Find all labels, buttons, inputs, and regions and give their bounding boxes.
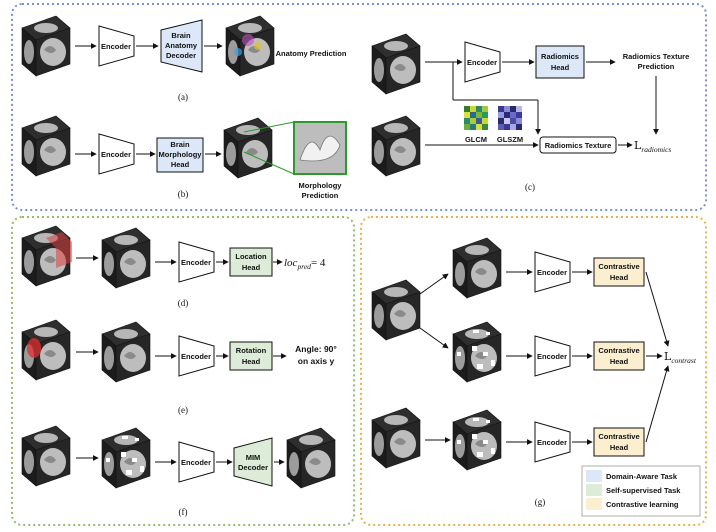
- brain-cube-d-crop: [101, 227, 151, 289]
- encoder-g1: [534, 251, 571, 293]
- location-head-l1: Location: [235, 252, 267, 261]
- anatomy-prediction-label: Anatomy Prediction: [276, 49, 347, 58]
- rotation-head-l2: Head: [242, 357, 261, 366]
- radiomics-texture-box: [539, 136, 617, 154]
- contrastive-head-1: [593, 257, 645, 287]
- caption-c: (c): [525, 182, 535, 192]
- encoder-b-label: Encoder: [101, 150, 131, 159]
- rotation-head: [229, 341, 273, 371]
- encoder-g2: [534, 335, 571, 377]
- radiomics-head-l1: Radiomics: [541, 52, 579, 61]
- location-head-l2: Head: [242, 263, 261, 272]
- brain-morphology-head-l2: Morphology: [159, 150, 203, 159]
- legend-selfsup-label: Self-supervised Task: [606, 486, 681, 495]
- encoder-d: [178, 241, 215, 283]
- legend-swatch-contrastive: [586, 498, 602, 510]
- encoder-f: [178, 441, 215, 483]
- mim-decoder: [233, 437, 273, 487]
- legend-contrastive-label: Contrastive learning: [606, 500, 679, 509]
- brain-cube-g-view3: [453, 410, 501, 470]
- brain-cube-g-view1: [452, 237, 502, 299]
- loss-contrast: Lcontrast: [664, 350, 697, 365]
- glcm-matrix: [464, 106, 488, 130]
- legend-domain-label: Domain-Aware Task: [606, 472, 678, 481]
- radiomics-head-l2: Head: [551, 63, 570, 72]
- angle-output-l1: Angle: 90°: [295, 344, 337, 354]
- radiomics-texture-prediction-l2: Prediction: [638, 62, 675, 71]
- caption-e: (e): [178, 405, 188, 415]
- panel-domain-aware: [11, 3, 707, 211]
- panel-contrastive: [360, 216, 707, 526]
- rotation-head-l1: Rotation: [236, 346, 267, 355]
- contrastive-head-3-l2: Head: [610, 443, 629, 452]
- encoder-g3-label: Encoder: [537, 438, 567, 447]
- brain-anatomy-decoder-l3: Decoder: [166, 51, 196, 60]
- brain-cube-c-top: [371, 33, 421, 95]
- contrastive-head-3-l1: Contrastive: [598, 432, 639, 441]
- encoder-c: [464, 41, 501, 83]
- caption-b: (b): [178, 189, 189, 199]
- encoder-e-label: Encoder: [181, 352, 211, 361]
- encoder-e: [178, 335, 215, 377]
- caption-g: (g): [535, 497, 546, 507]
- caption-f: (f): [179, 507, 188, 517]
- brain-cube-c-bottom: [371, 115, 421, 177]
- contrastive-head-2: [593, 341, 645, 371]
- radiomics-texture-label: Radiomics Texture: [545, 141, 612, 150]
- encoder-g1-label: Encoder: [537, 268, 567, 277]
- contrastive-head-2-l2: Head: [610, 357, 629, 366]
- brain-anatomy-decoder: [160, 19, 203, 73]
- brain-morphology-head-l3: Head: [171, 160, 190, 169]
- legend-swatch-domain: [586, 470, 602, 482]
- contrastive-head-1-l2: Head: [610, 273, 629, 282]
- brain-cube-b-input: [21, 115, 71, 177]
- loc-pred-output: locpred= 4: [284, 257, 326, 271]
- brain-cube-f-input: [21, 425, 71, 487]
- brain-cube-g-other: [371, 407, 421, 469]
- glszm-matrix: [498, 106, 522, 130]
- loss-radiomics: Lradiomics: [634, 139, 671, 154]
- mim-decoder-l2: Decoder: [238, 463, 268, 472]
- mim-decoder-l1: MIM: [246, 453, 261, 462]
- panel-self-supervised: [11, 216, 355, 526]
- encoder-g3: [534, 421, 571, 463]
- radiomics-head: [535, 45, 585, 79]
- encoder-d-label: Encoder: [181, 258, 211, 267]
- location-head: [229, 247, 273, 277]
- contrastive-head-2-l1: Contrastive: [598, 346, 639, 355]
- brain-cube-e-rotated: [101, 321, 151, 383]
- glcm-label: GLCM: [465, 135, 487, 144]
- radiomics-texture-prediction-l1: Radiomics Texture: [623, 52, 690, 61]
- encoder-a-label: Encoder: [101, 42, 131, 51]
- morphology-prediction-l1: Morphology: [299, 181, 343, 190]
- legend-swatch-selfsup: [586, 484, 602, 496]
- angle-output-l2: on axis y: [298, 356, 335, 366]
- brain-anatomy-decoder-l1: Brain: [171, 31, 191, 40]
- morphology-prediction-cube: [223, 117, 273, 179]
- caption-a: (a): [178, 92, 188, 102]
- brain-cube-g-view2: [453, 322, 501, 382]
- morphology-prediction-l2: Prediction: [302, 191, 339, 200]
- glszm-label: GLSZM: [497, 135, 523, 144]
- brain-cube-g-input: [371, 279, 421, 341]
- encoder-c-label: Encoder: [467, 58, 497, 67]
- encoder-a: [98, 25, 135, 67]
- contrastive-head-3: [593, 427, 645, 457]
- contrastive-head-1-l1: Contrastive: [598, 262, 639, 271]
- caption-d: (d): [178, 298, 189, 308]
- encoder-f-label: Encoder: [181, 458, 211, 467]
- brain-cube-f-reconstructed: [286, 427, 336, 489]
- anatomy-prediction-cube: [225, 15, 275, 77]
- brain-anatomy-decoder-l2: Anatomy: [165, 41, 198, 50]
- encoder-g2-label: Encoder: [537, 352, 567, 361]
- brain-morphology-head: [156, 137, 204, 173]
- brain-cube-a-input: [21, 15, 71, 77]
- brain-cube-f-masked: [102, 428, 150, 488]
- brain-morphology-head-l1: Brain: [170, 140, 190, 149]
- encoder-b: [98, 133, 135, 175]
